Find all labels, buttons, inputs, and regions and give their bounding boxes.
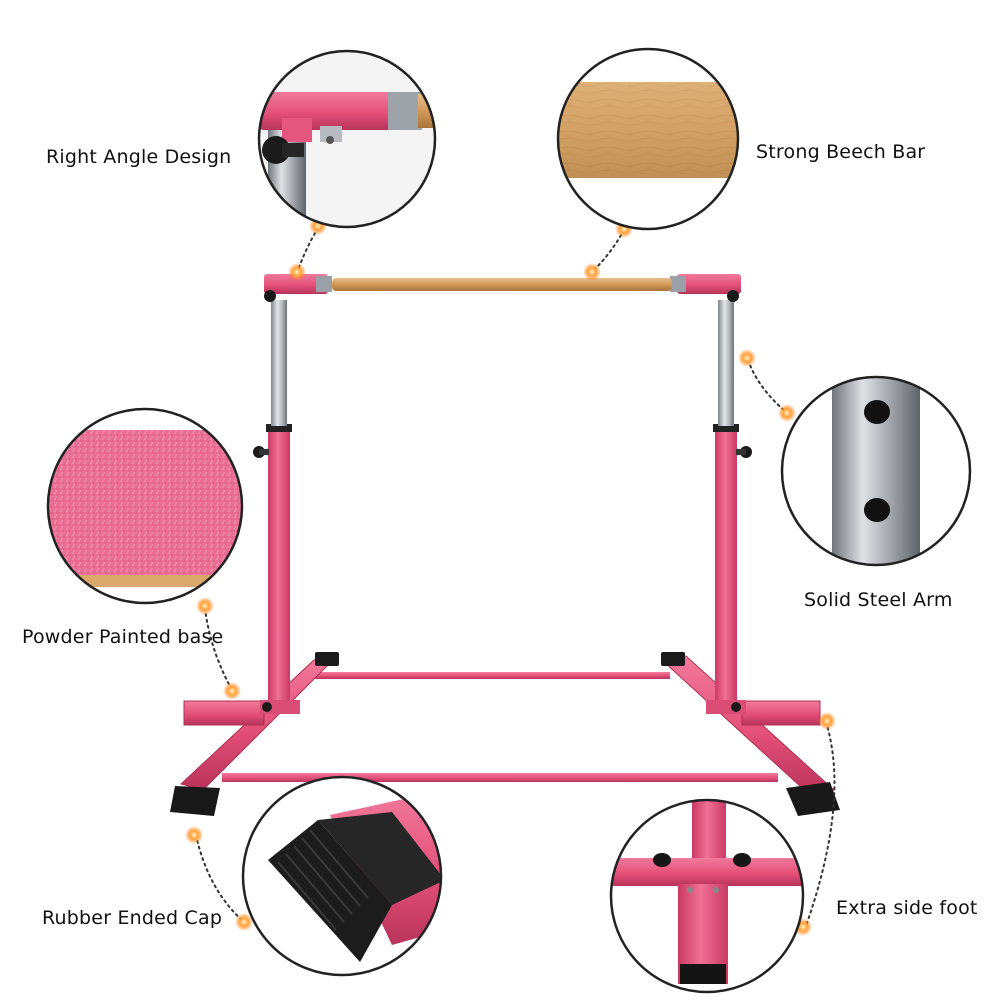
left-top-corner [264,274,328,294]
label-strong-beech-bar: Strong Beech Bar [756,141,926,163]
label-extra-side-foot: Extra side foot [836,897,978,919]
marker-right-angle-b [288,263,306,281]
right-top-corner [677,274,741,294]
right-upright-steel-arm [718,300,734,426]
zoom-powder-painted [46,407,244,605]
main-frame [170,274,840,816]
callout-connectors [195,227,836,927]
callout-markers [185,217,836,936]
label-powder-painted-base: Powder Painted base [22,626,224,648]
label-right-angle-design: Right Angle Design [46,146,232,168]
marker-rubber-a [185,826,203,844]
marker-rubber-b [235,913,253,931]
left-side-foot [183,700,265,726]
marker-powder-b [223,682,241,700]
zoom-steel-arm [780,375,972,567]
right-side-foot [741,700,821,726]
right-upright-lower [715,428,737,710]
left-upright-steel-arm [271,300,287,426]
marker-beech-b [583,263,601,281]
zoom-rubber-cap [241,775,443,977]
marker-steel-b [778,404,796,422]
rear-crossbar [310,672,670,679]
label-rubber-ended-cap: Rubber Ended Cap [42,907,223,929]
right-rail-rear-cap [661,652,685,666]
right-front-rubber-cap [786,782,840,816]
marker-foot-a [818,712,836,730]
left-rail-rear-cap [315,652,339,666]
zoom-beech-bar [556,47,740,231]
label-solid-steel-arm: Solid Steel Arm [804,589,953,611]
left-front-rubber-cap [170,786,220,816]
left-upright-lower [268,428,290,710]
zoom-right-angle [257,49,437,229]
marker-steel-a [738,349,756,367]
zoom-side-foot [609,798,805,994]
front-crossbar [222,773,778,782]
marker-powder-a [196,597,214,615]
top-beech-bar [332,278,672,291]
